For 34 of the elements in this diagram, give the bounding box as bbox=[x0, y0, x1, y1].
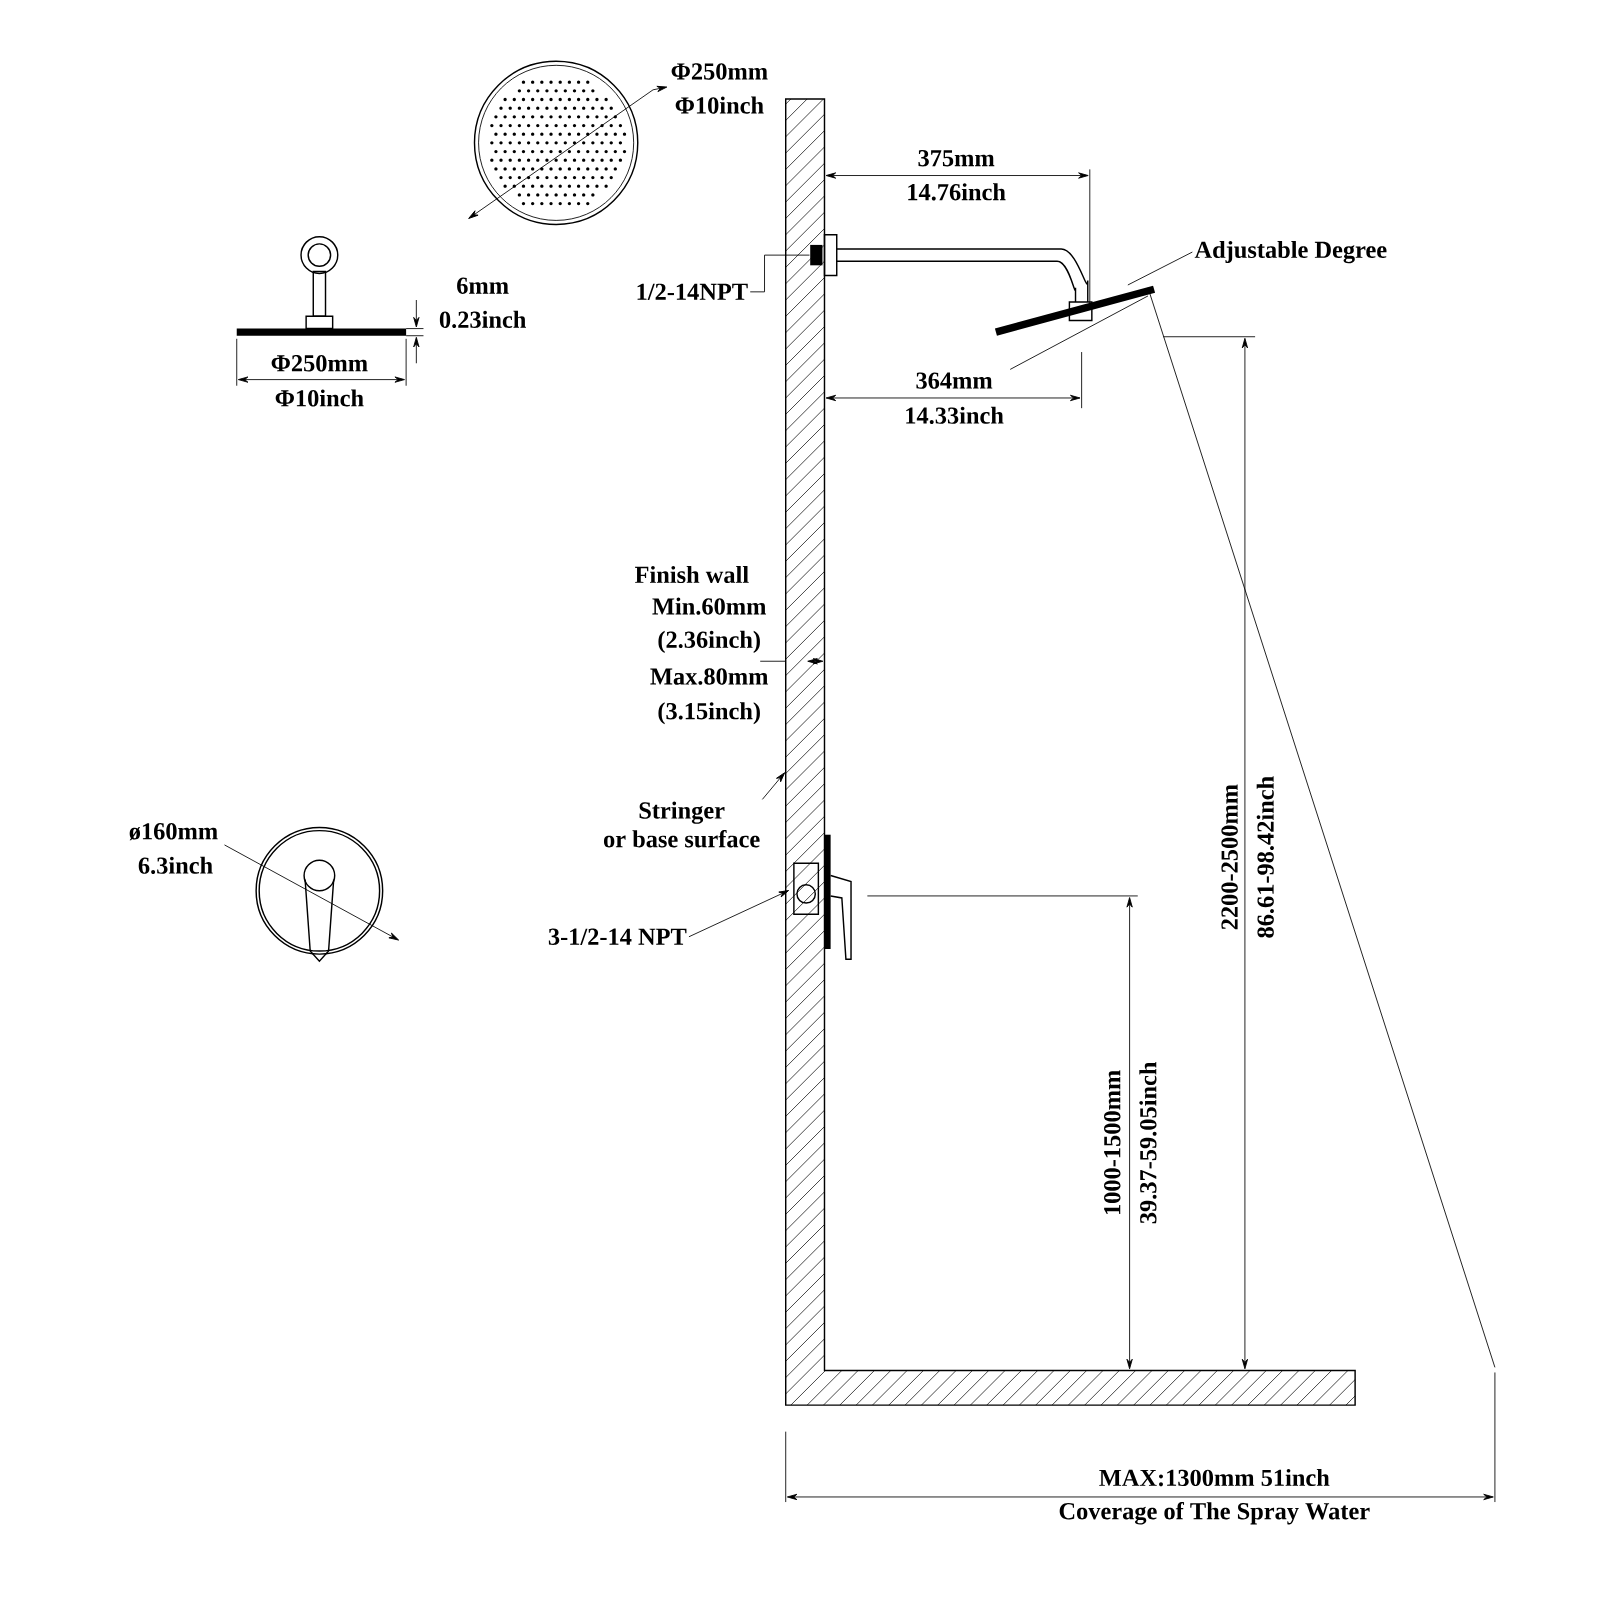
callout-text: Adjustable Degree bbox=[1194, 240, 1387, 264]
dimension-label: 14.33inch bbox=[906, 406, 1004, 424]
dimension-label: Φ250mm bbox=[271, 355, 368, 372]
dimension-label: 86.61-98.42inch bbox=[1256, 776, 1274, 938]
dimension-label: 14.76inch bbox=[908, 183, 1006, 201]
dimension-label: Max.80mm bbox=[650, 668, 769, 685]
dimension-label: ø160mm bbox=[129, 823, 218, 841]
leader-line bbox=[1127, 251, 1193, 286]
dimension-label: 6.3inch bbox=[138, 856, 213, 874]
dimension-label: Φ250mm bbox=[671, 63, 768, 80]
dimension-label: Min.60mm bbox=[652, 597, 766, 615]
dimension-label: 2200-2500mm bbox=[1221, 784, 1238, 930]
leader-line bbox=[749, 254, 810, 293]
dimension-label: (2.36inch) bbox=[658, 630, 760, 653]
valve-drawing bbox=[793, 834, 852, 960]
dimension-label: (3.15inch) bbox=[658, 702, 760, 725]
dimension-label: MAX:1300mm 51inch bbox=[1099, 1468, 1330, 1487]
callout-text: 1/2-14NPT bbox=[637, 283, 748, 301]
leader-line bbox=[688, 890, 790, 938]
dimension-label: Finish wall bbox=[635, 565, 749, 584]
dimension-label: Φ10inch bbox=[675, 96, 764, 114]
dimension-label: Φ10inch bbox=[275, 389, 364, 407]
dimension-label: 375mm bbox=[918, 149, 995, 167]
callout-text: Stringer or base surface bbox=[604, 801, 760, 848]
pipe-connector bbox=[810, 234, 1089, 303]
dimension-label: 1000-1500mm bbox=[1104, 1070, 1121, 1215]
dimension-label: 0.23inch bbox=[439, 310, 526, 329]
dimension-label: Coverage of The Spray Water bbox=[1059, 1502, 1370, 1525]
callout-text: 3-1/2-14 NPT bbox=[548, 928, 687, 945]
dimension-label: 39.37-59.05inch bbox=[1139, 1061, 1157, 1224]
dimension-label: 6mm bbox=[457, 277, 509, 294]
leader-line bbox=[761, 772, 786, 800]
dimension-label: 364mm bbox=[916, 372, 993, 389]
shower-head-drawing bbox=[994, 285, 1156, 370]
